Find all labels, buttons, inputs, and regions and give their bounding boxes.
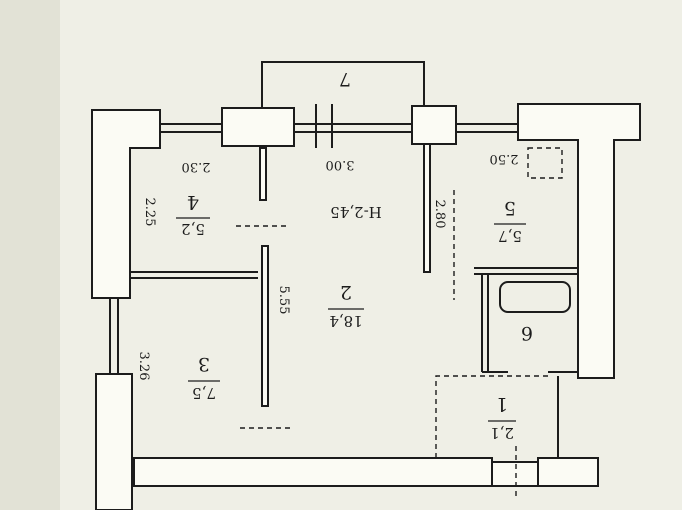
partition	[261, 245, 269, 407]
paper-shadow	[0, 0, 60, 510]
room-3-area: 7,5	[192, 384, 216, 402]
bottom-wall	[133, 457, 493, 487]
partition	[423, 143, 431, 273]
bottom-wall-right	[537, 457, 599, 487]
right-wall	[517, 103, 641, 379]
room-2-number: 2	[340, 281, 352, 303]
room-4-number: 4	[187, 191, 199, 213]
bottom-wall-door	[491, 461, 539, 487]
left-wall	[91, 109, 161, 299]
dim-5-55: 5.55	[276, 286, 291, 315]
dim-3-00: 3.00	[326, 157, 355, 172]
room-1-number: 1	[496, 393, 508, 415]
wall-pier	[411, 105, 457, 145]
room-5-number: 5	[504, 197, 516, 219]
room-1-area: 2,1	[490, 424, 514, 442]
dim-2-30: 2.30	[182, 159, 211, 174]
ceiling-height: H-2,45	[330, 203, 382, 221]
dim-2-50: 2.50	[490, 151, 519, 166]
room-7-number: 7	[339, 68, 351, 90]
bathtub	[499, 281, 571, 313]
room-2-area: 18,4	[329, 312, 362, 330]
room-5-area: 5,7	[498, 227, 522, 245]
wall-pier	[221, 107, 295, 147]
room-4-area: 5,2	[181, 220, 205, 238]
dim-3-26: 3.26	[136, 352, 151, 381]
dim-2-25: 2.25	[142, 198, 157, 227]
left-wall-lower	[95, 373, 133, 510]
partition	[259, 147, 267, 201]
dim-2-80: 2.80	[432, 200, 447, 229]
hall-zone	[435, 375, 548, 458]
room-6-number: 6	[521, 322, 533, 344]
stove	[527, 147, 563, 179]
room-3-number: 3	[198, 353, 210, 375]
balcony-outline	[261, 61, 425, 108]
